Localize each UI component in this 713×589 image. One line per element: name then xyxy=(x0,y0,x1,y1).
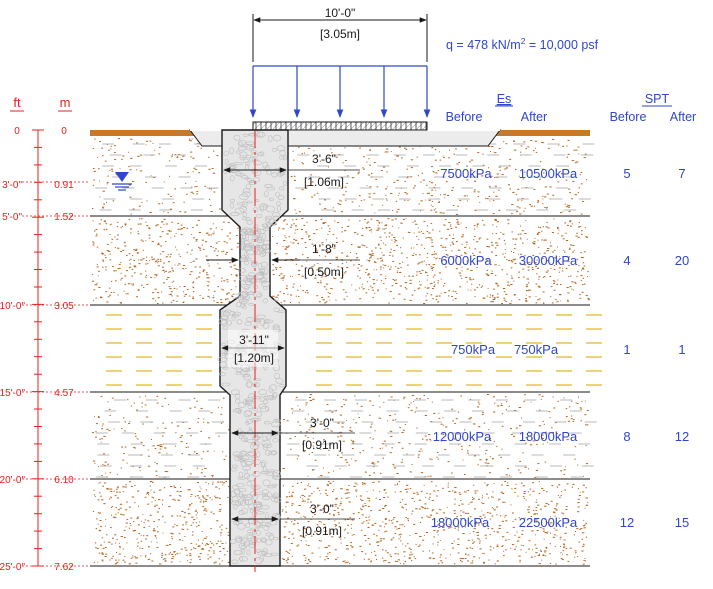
footing-width-dimension: 10'-0" [3.05m] xyxy=(252,6,428,62)
scale-ft-label: 3'-0" xyxy=(2,180,22,191)
column-stone-texture xyxy=(217,130,287,565)
es-before-value: 12000kPa xyxy=(433,429,492,444)
es-after-value: 22500kPa xyxy=(519,515,578,530)
column-dim-ft: 3'-0" xyxy=(310,416,334,430)
spt-before-value: 12 xyxy=(620,515,634,530)
layer-boundary-lines xyxy=(90,215,590,567)
depth-scale: ft m 0 0 3'-0" 0.91 5'-0" 1.52 10'-0" 3.… xyxy=(0,95,90,573)
column-dim-m: [1.06m] xyxy=(304,175,344,189)
water-table-icon xyxy=(112,172,132,191)
spt-before-value: 8 xyxy=(623,429,630,444)
soil-layer-texture xyxy=(92,394,597,478)
scale-m-label: 7.62 xyxy=(54,562,74,573)
layer-properties: 7500kPa 10500kPa 5 7 6000kPa 30000kPa 4 … xyxy=(431,166,690,530)
es-after-value: 18000kPa xyxy=(519,429,578,444)
spt-before-header: Before xyxy=(610,110,647,124)
es-before-value: 6000kPa xyxy=(440,253,492,268)
soil-layer-texture xyxy=(106,314,602,386)
column-headers: Es Before After SPT Before After xyxy=(446,92,697,124)
ft-header: ft xyxy=(13,95,21,110)
column-dim-m: [0.50m] xyxy=(304,265,344,279)
scale-m-label: 0 xyxy=(61,126,67,137)
es-after-value: 10500kPa xyxy=(519,166,578,181)
scale-ft-label: 10'-0" xyxy=(0,301,25,312)
soil-layer-texture xyxy=(92,481,589,565)
footing-width-ft: 10'-0" xyxy=(325,6,356,20)
spt-before-value: 1 xyxy=(623,342,630,357)
es-before-value: 750kPa xyxy=(451,342,496,357)
es-after-header: After xyxy=(521,110,547,124)
spt-header: SPT xyxy=(645,92,670,106)
column-dim-ft: 1'-8" xyxy=(312,242,336,256)
spt-after-value: 20 xyxy=(675,253,689,268)
spt-before-value: 5 xyxy=(623,166,630,181)
column-diameter-dimensions: 3'-6" [1.06m] 1'-8" [0.50m] 3'-11" [1.20… xyxy=(206,152,360,538)
es-before-value: 7500kPa xyxy=(440,166,492,181)
es-header: Es xyxy=(497,92,512,106)
load-label: q = 478 kN/m2 = 10,000 psf xyxy=(446,36,599,52)
column-dim-ft: 3'-11" xyxy=(239,333,269,347)
column-dim-m: [1.20m] xyxy=(234,351,274,365)
column-dim-m: [0.91m] xyxy=(302,524,342,538)
es-after-value: 750kPa xyxy=(514,342,559,357)
spt-after-value: 12 xyxy=(675,429,689,444)
column-dim-ft: 3'-0" xyxy=(310,502,334,516)
m-header: m xyxy=(60,95,71,110)
column-dim-ft: 3'-6" xyxy=(312,152,336,166)
footing-plate xyxy=(252,121,428,131)
footing-width-m: [3.05m] xyxy=(320,27,360,41)
scale-ft-label: 20'-0" xyxy=(0,475,25,486)
scale-ft-label: 5'-0" xyxy=(2,212,22,223)
scale-m-label: 6.10 xyxy=(54,475,74,486)
distributed-load xyxy=(249,65,431,118)
spt-after-value: 7 xyxy=(678,166,685,181)
spt-before-value: 4 xyxy=(623,253,630,268)
ground-surface xyxy=(90,128,590,147)
scale-ft-label: 0 xyxy=(14,126,20,137)
soil-layer-texture xyxy=(92,218,591,304)
spt-after-value: 15 xyxy=(675,515,689,530)
es-before-value: 18000kPa xyxy=(431,515,490,530)
spt-after-header: After xyxy=(670,110,696,124)
scale-ft-label: 25'-0" xyxy=(0,562,25,573)
es-before-header: Before xyxy=(446,110,483,124)
scale-m-label: 1.52 xyxy=(54,212,74,223)
es-after-value: 30000kPa xyxy=(519,253,578,268)
scale-m-label: 0.91 xyxy=(54,180,74,191)
column-dim-m: [0.91m] xyxy=(302,438,342,452)
scale-m-label: 3.05 xyxy=(54,301,74,312)
scale-ft-label: 15'-0" xyxy=(0,388,25,399)
scale-m-label: 4.57 xyxy=(54,388,74,399)
spt-after-value: 1 xyxy=(678,342,685,357)
